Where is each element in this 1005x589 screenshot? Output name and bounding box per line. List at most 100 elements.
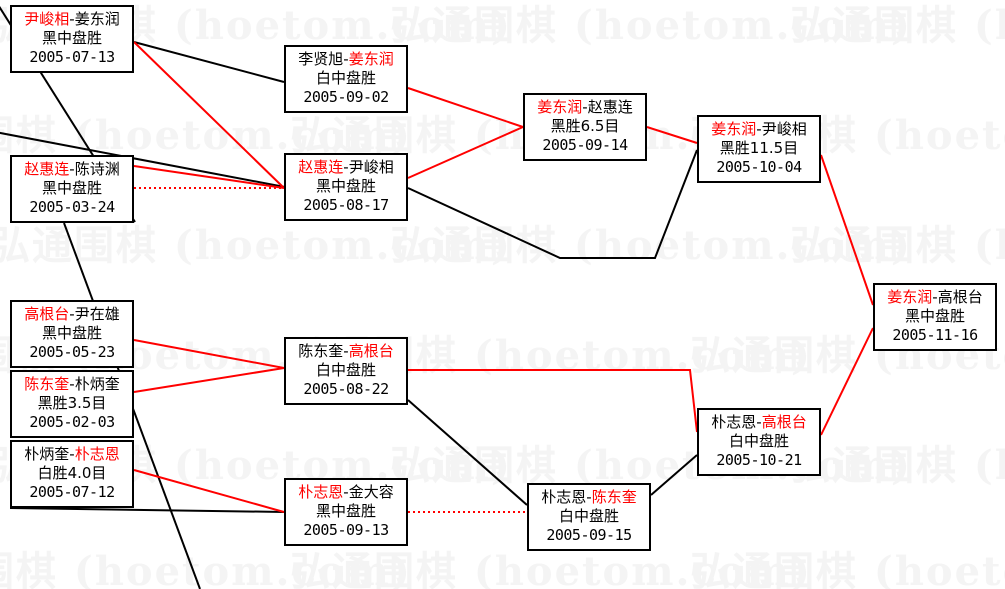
connector-line bbox=[133, 165, 285, 189]
connector-line bbox=[407, 149, 698, 259]
match-box[interactable]: 姜东润-尹峻相 黑胜11.5目 2005-10-04 bbox=[697, 115, 821, 183]
player-left: 李贤旭 bbox=[298, 50, 344, 68]
player-left: 赵惠连 bbox=[298, 158, 344, 176]
match-players: 陈东奎-朴炳奎 bbox=[12, 375, 132, 394]
match-players: 尹峻相-姜东润 bbox=[12, 10, 132, 29]
player-right: 尹峻相 bbox=[348, 158, 394, 176]
match-date: 2005-10-21 bbox=[716, 451, 802, 469]
player-left: 朴志恩 bbox=[298, 483, 344, 501]
player-left: 陈东奎 bbox=[24, 375, 70, 393]
player-right: 高根台 bbox=[761, 413, 807, 431]
connector-line bbox=[646, 126, 698, 144]
player-right: 尹在雄 bbox=[74, 305, 120, 323]
player-separator: - bbox=[932, 288, 938, 306]
match-box[interactable]: 姜东润-高根台 黑中盘胜 2005-11-16 bbox=[873, 283, 997, 351]
player-left: 高根台 bbox=[24, 305, 70, 323]
player-right: 陈东奎 bbox=[591, 488, 637, 506]
match-result: 黑中盘胜 bbox=[904, 307, 965, 325]
match-box[interactable]: 赵惠连-陈诗渊 黑中盘胜 2005-03-24 bbox=[10, 155, 134, 223]
match-players: 李贤旭-姜东润 bbox=[286, 50, 406, 69]
player-left: 姜东润 bbox=[711, 120, 757, 138]
match-box[interactable]: 朴志恩-陈东奎 白中盘胜 2005-09-15 bbox=[527, 483, 651, 551]
player-right: 姜东润 bbox=[74, 10, 120, 28]
match-result: 白中盘胜 bbox=[315, 361, 376, 379]
match-result: 白中盘胜 bbox=[728, 432, 789, 450]
player-separator: - bbox=[343, 158, 349, 176]
match-players: 朴炳奎-朴志恩 bbox=[12, 445, 132, 464]
match-players: 朴志恩-陈东奎 bbox=[529, 488, 649, 507]
match-result: 黑中盘胜 bbox=[41, 29, 102, 47]
match-box[interactable]: 朴炳奎-朴志恩 白胜4.0目 2005-07-12 bbox=[10, 440, 134, 508]
player-separator: - bbox=[756, 413, 762, 431]
connector-line bbox=[408, 369, 698, 433]
match-box[interactable]: 赵惠连-尹峻相 黑中盘胜 2005-08-17 bbox=[284, 153, 408, 221]
player-separator: - bbox=[582, 98, 588, 116]
match-players: 姜东润-高根台 bbox=[875, 288, 995, 307]
player-left: 尹峻相 bbox=[24, 10, 70, 28]
match-box[interactable]: 朴志恩-高根台 白中盘胜 2005-10-21 bbox=[697, 408, 821, 476]
player-right: 高根台 bbox=[348, 342, 394, 360]
match-result: 黑胜3.5目 bbox=[37, 394, 107, 412]
match-date: 2005-05-23 bbox=[29, 343, 115, 361]
match-date: 2005-07-12 bbox=[29, 483, 115, 501]
match-box[interactable]: 朴志恩-金大容 黑中盘胜 2005-09-13 bbox=[284, 478, 408, 546]
match-result: 白中盘胜 bbox=[315, 69, 376, 87]
match-box[interactable]: 姜东润-赵惠连 黑胜6.5目 2005-09-14 bbox=[523, 93, 647, 161]
connector-line bbox=[407, 126, 524, 179]
player-right: 赵惠连 bbox=[587, 98, 633, 116]
match-date: 2005-02-03 bbox=[29, 413, 115, 431]
player-separator: - bbox=[343, 342, 349, 360]
match-date: 2005-09-02 bbox=[303, 88, 389, 106]
match-date: 2005-03-24 bbox=[29, 198, 115, 216]
match-result: 白胜4.0目 bbox=[37, 464, 107, 482]
match-date: 2005-08-22 bbox=[303, 380, 389, 398]
connector-line bbox=[133, 339, 285, 369]
match-box[interactable]: 尹峻相-姜东润 黑中盘胜 2005-07-13 bbox=[10, 5, 134, 73]
match-players: 朴志恩-高根台 bbox=[699, 413, 819, 432]
match-box[interactable]: 高根台-尹在雄 黑中盘胜 2005-05-23 bbox=[10, 300, 134, 368]
player-right: 陈诗渊 bbox=[74, 160, 120, 178]
match-date: 2005-09-14 bbox=[542, 136, 628, 154]
connector-line bbox=[650, 454, 698, 496]
connector-line bbox=[133, 469, 285, 513]
connector-line bbox=[133, 41, 285, 189]
match-date: 2005-07-13 bbox=[29, 48, 115, 66]
match-date: 2005-10-04 bbox=[716, 158, 802, 176]
match-result: 黑胜11.5目 bbox=[719, 139, 799, 157]
player-right: 尹峻相 bbox=[761, 120, 807, 138]
match-players: 赵惠连-陈诗渊 bbox=[12, 160, 132, 179]
connector-line bbox=[133, 41, 285, 83]
match-box[interactable]: 陈东奎-高根台 白中盘胜 2005-08-22 bbox=[284, 337, 408, 405]
player-left: 陈东奎 bbox=[298, 342, 344, 360]
player-separator: - bbox=[756, 120, 762, 138]
player-separator: - bbox=[69, 10, 75, 28]
match-players: 姜东润-尹峻相 bbox=[699, 120, 819, 139]
match-players: 陈东奎-高根台 bbox=[286, 342, 406, 361]
player-right: 姜东润 bbox=[348, 50, 394, 68]
connector-line bbox=[820, 154, 874, 306]
connector-line bbox=[820, 327, 874, 436]
player-right: 朴炳奎 bbox=[74, 375, 120, 393]
match-date: 2005-08-17 bbox=[303, 196, 389, 214]
match-result: 黑中盘胜 bbox=[41, 179, 102, 197]
player-separator: - bbox=[69, 305, 75, 323]
match-result: 黑中盘胜 bbox=[315, 502, 376, 520]
connector-line bbox=[407, 399, 528, 506]
player-left: 赵惠连 bbox=[24, 160, 70, 178]
match-box[interactable]: 李贤旭-姜东润 白中盘胜 2005-09-02 bbox=[284, 45, 408, 113]
player-right: 高根台 bbox=[937, 288, 983, 306]
match-box[interactable]: 陈东奎-朴炳奎 黑胜3.5目 2005-02-03 bbox=[10, 370, 134, 438]
match-players: 赵惠连-尹峻相 bbox=[286, 158, 406, 177]
player-separator: - bbox=[343, 50, 349, 68]
player-separator: - bbox=[343, 483, 349, 501]
match-date: 2005-09-15 bbox=[546, 526, 632, 544]
connector-line bbox=[9, 507, 285, 513]
match-result: 黑中盘胜 bbox=[315, 177, 376, 195]
match-date: 2005-09-13 bbox=[303, 521, 389, 539]
player-right: 朴志恩 bbox=[74, 445, 120, 463]
connector-line bbox=[0, 131, 291, 189]
match-result: 白中盘胜 bbox=[558, 507, 619, 525]
match-result: 黑胜6.5目 bbox=[550, 117, 620, 135]
connector-line bbox=[407, 87, 524, 128]
